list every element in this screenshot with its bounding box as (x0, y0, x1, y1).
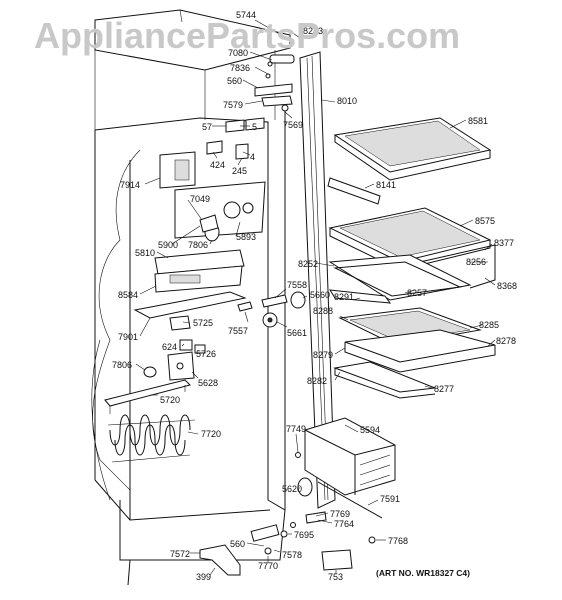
leader-lines (135, 19, 496, 576)
callout-753: 753 (328, 572, 343, 582)
callout-57: 57 (202, 122, 212, 132)
callout-5810: 5810 (135, 248, 155, 258)
callout-7749: 7749 (286, 424, 306, 434)
callout-624: 624 (162, 342, 177, 352)
callout-245: 245 (232, 166, 247, 176)
callout-8282: 8282 (307, 376, 327, 386)
callout-7558: 7558 (287, 280, 307, 290)
callout-8256: 8256 (466, 257, 486, 267)
callout-8257: 8257 (407, 288, 427, 298)
callout-8141: 8141 (376, 180, 396, 190)
callout-5726: 5726 (196, 349, 216, 359)
callout-560-bottom: 560 (230, 539, 245, 549)
callout-7720: 7720 (201, 429, 221, 439)
callout-5661: 5661 (287, 328, 307, 338)
callout-8252: 8252 (298, 259, 318, 269)
callout-5725: 5725 (193, 318, 213, 328)
callout-7806-upper: 7806 (188, 240, 208, 250)
callout-8277: 8277 (434, 384, 454, 394)
callout-7569: 7569 (283, 120, 303, 130)
callout-7764: 7764 (334, 519, 354, 529)
callout-8288: 8288 (313, 306, 333, 316)
callout-7901: 7901 (118, 332, 138, 342)
callout-5660: 5660 (310, 290, 330, 300)
callout-424: 424 (210, 160, 225, 170)
callout-7768: 7768 (388, 536, 408, 546)
callout-7806-lower: 7806 (112, 360, 132, 370)
callout-8584: 8584 (118, 290, 138, 300)
callout-5900: 5900 (158, 240, 178, 250)
control-housing (133, 249, 247, 319)
top-hinge-hardware (225, 54, 295, 133)
callout-8279: 8279 (313, 350, 333, 360)
callout-8285: 8285 (479, 320, 499, 330)
callout-5628: 5628 (198, 378, 218, 388)
callout-8575: 8575 (475, 216, 495, 226)
lower-controls (104, 315, 206, 414)
callout-7572: 7572 (170, 549, 190, 559)
rod-and-caps (237, 291, 306, 328)
callout-7579: 7579 (223, 100, 243, 110)
shelf-glass-top (333, 117, 492, 181)
callout-7836: 7836 (230, 63, 250, 73)
callout-7049: 7049 (190, 194, 210, 204)
callout-5720: 5720 (160, 395, 180, 405)
callout-8291: 8291 (334, 292, 354, 302)
light-assembly (159, 140, 266, 242)
callout-560-top: 560 (227, 76, 242, 86)
art-number: (ART NO. WR18327 C4) (376, 568, 470, 578)
callout-8368: 8368 (497, 281, 517, 291)
callout-5620: 5620 (282, 484, 302, 494)
callout-7578: 7578 (282, 550, 302, 560)
callout-5594: 5594 (360, 425, 380, 435)
callout-5893: 5893 (236, 232, 256, 242)
callout-7769: 7769 (330, 509, 350, 519)
callout-399: 399 (196, 572, 211, 582)
callout-7557: 7557 (228, 326, 248, 336)
callout-8581: 8581 (468, 116, 488, 126)
callout-5744: 5744 (236, 10, 256, 20)
callout-7770: 7770 (258, 561, 278, 571)
callout-7695: 7695 (294, 530, 314, 540)
watermark: AppliancePartsPros.com (34, 15, 460, 56)
shelf-trim-8141 (327, 177, 381, 205)
callout-7914: 7914 (120, 180, 140, 190)
callout-4: 4 (250, 152, 255, 162)
callout-8243: 8243 (303, 26, 323, 36)
callout-8377: 8377 (494, 238, 514, 248)
bottom-hardware (199, 452, 383, 576)
lower-trays (333, 329, 496, 399)
callout-7591: 7591 (380, 494, 400, 504)
callout-7080: 7080 (228, 48, 248, 58)
callout-labels: 5744 8243 7080 7836 560 7579 7569 8010 5… (112, 10, 517, 582)
evaporator-coil (107, 414, 196, 463)
callout-5: 5 (252, 122, 257, 132)
callout-8010: 8010 (337, 96, 357, 106)
fan-housing (304, 417, 396, 496)
cabinet-liner (91, 9, 291, 586)
shelf-frame (328, 254, 472, 304)
callout-8278: 8278 (496, 336, 516, 346)
